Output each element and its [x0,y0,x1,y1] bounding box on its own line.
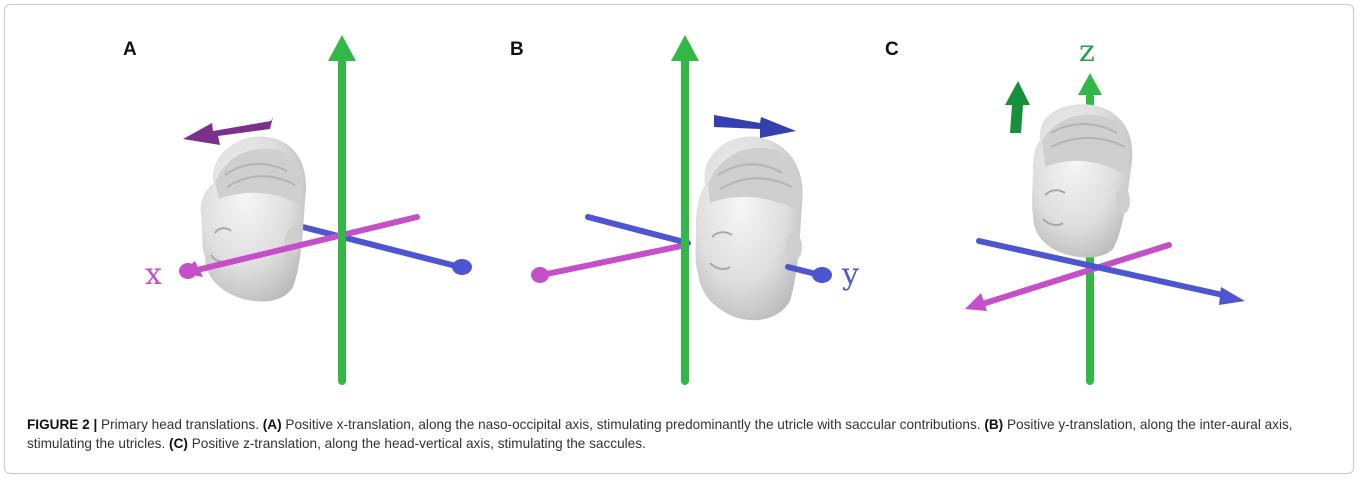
x-axis-tip-icon [531,267,549,283]
z-axis-tip-icon [1078,73,1102,95]
x-axis-tip-icon [965,293,987,311]
x-axis-icon [976,242,1172,308]
x-axis-label: x [145,257,162,292]
z-axis-label: z [1079,34,1095,69]
y-axis-label: y [842,257,859,292]
caption-b-text: Positive y-translation, along the inter-… [27,417,1293,451]
panel-a: A [5,5,472,405]
y-axis-tip-icon [812,267,832,283]
head-icon [200,136,307,302]
caption-c-text: Positive z-translation, along the head-v… [187,436,646,451]
head-icon [1032,104,1133,258]
figure-label: FIGURE 2 | [27,417,98,432]
y-axis-icon [585,214,691,246]
x-axis-icon [539,242,689,278]
translation-arrow-icon [183,117,273,145]
panel-b-illustration [531,35,832,385]
y-axis-icon [292,222,463,270]
panel-b-letter: B [510,39,524,60]
caption-a-label: (A) [262,417,282,432]
panel-a-illustration [179,35,472,385]
caption-title: Primary head translations. [97,417,263,432]
figure-frame: A [4,4,1354,474]
panel-c-illustration [965,73,1245,385]
panel-c-letter: C [885,39,899,60]
translation-arrow-icon [1005,81,1030,133]
panel-c: C [885,5,1315,405]
z-axis-tip-icon [671,35,699,61]
panel-b: B [460,5,890,405]
caption-b-label: (B) [984,417,1004,432]
figure-caption: FIGURE 2 | Primary head translations. (A… [27,415,1347,453]
y-axis-tip-icon [1219,287,1245,305]
z-axis-tip-icon [328,35,356,61]
y-axis-tip-icon [452,259,472,275]
y-axis-icon [976,238,1226,298]
panel-a-letter: A [123,39,137,60]
head-icon [695,136,803,321]
caption-c-label: (C) [169,436,188,451]
translation-arrow-icon [714,115,796,138]
x-axis-icon [190,214,420,274]
caption-a-text: Positive x-translation, along the naso-o… [281,417,985,432]
